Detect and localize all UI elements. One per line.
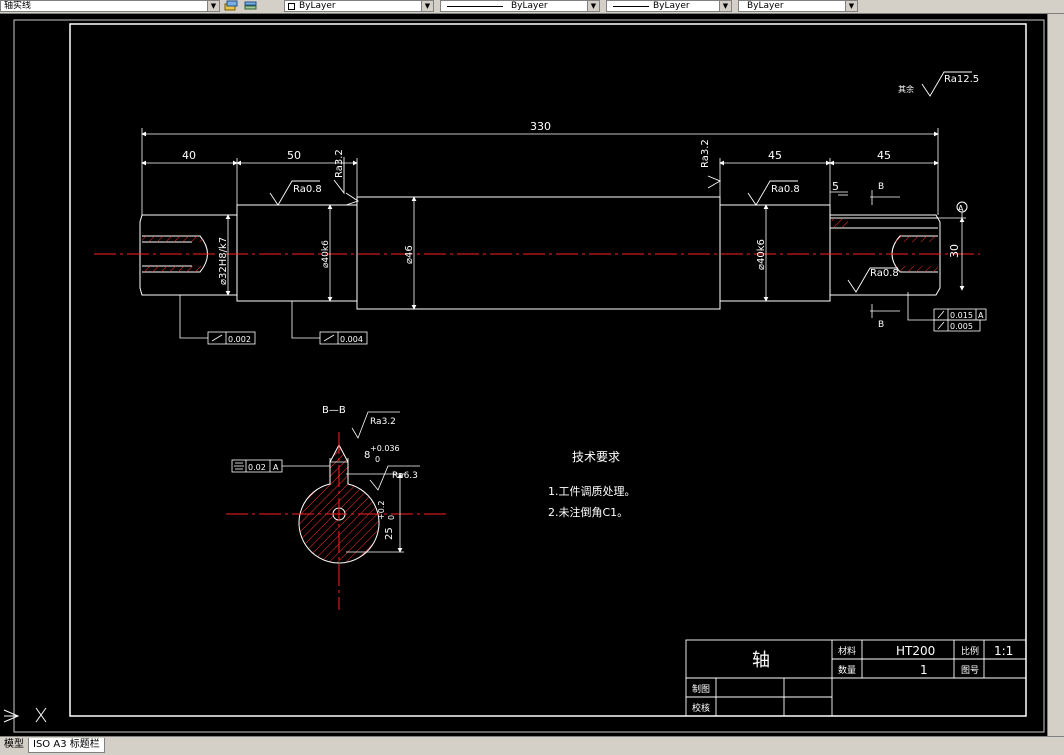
sheet-inner-border xyxy=(69,23,1027,717)
title-scale-label: 比例 xyxy=(961,645,979,657)
tol-runout-2: 0.004 xyxy=(340,335,363,344)
layer-previous-icon[interactable] xyxy=(244,0,258,12)
title-material-value: HT200 xyxy=(896,644,935,658)
dia-bearing-right-text: ⌀40k6 xyxy=(756,239,767,270)
datum-a-circle xyxy=(956,201,968,213)
tol-runout-1: 0.002 xyxy=(228,335,251,344)
title-checked-label: 校核 xyxy=(692,702,710,714)
dim-45a-text: 45 xyxy=(768,149,782,162)
tolerance-frames xyxy=(207,308,987,345)
roughness-symbols xyxy=(269,71,972,293)
dim-overall-text: 330 xyxy=(530,120,551,133)
tab-layout-iso-a3[interactable]: ISO A3 标题栏 xyxy=(28,738,105,753)
section-mark-top: B xyxy=(878,182,884,192)
shaft-main-view xyxy=(139,196,941,310)
layout-tab-bar: 模型 ISO A3 标题栏 xyxy=(0,736,1064,755)
ra-08-a: Ra0.8 xyxy=(293,184,322,195)
title-part-name: 轴 xyxy=(752,650,770,671)
color-dropdown[interactable]: ByLayer ▼ xyxy=(284,0,434,12)
dim-50-text: 50 xyxy=(287,149,301,162)
tab-model[interactable]: 模型 xyxy=(4,739,24,750)
layer-dropdown-value: 轴实线 xyxy=(4,1,32,11)
linetype-dropdown-value: ByLayer xyxy=(511,1,548,11)
section-ra-32: Ra3.2 xyxy=(370,417,396,427)
vertical-scrollbar[interactable] xyxy=(1047,14,1064,736)
plotstyle-dropdown-value: ByLayer xyxy=(747,1,784,11)
chevron-down-icon: ▼ xyxy=(719,1,731,11)
keyway-tol-lower: 0 xyxy=(375,455,380,464)
keyway-depth-tol-upper: +0.2 xyxy=(377,501,386,520)
lineweight-preview xyxy=(613,6,649,7)
dim-45b-text: 45 xyxy=(877,149,891,162)
dim-5-text: 5 xyxy=(832,180,839,193)
make-layer-current-icon[interactable] xyxy=(224,0,238,12)
chevron-down-icon: ▼ xyxy=(587,1,599,11)
title-drawn-label: 制图 xyxy=(692,683,710,695)
dim-30-text: 30 xyxy=(948,244,961,258)
ra-32-b: Ra3.2 xyxy=(700,139,711,168)
tol-cyl-3: 0.005 xyxy=(950,322,973,331)
dia-left-text: ⌀32H8/k7 xyxy=(218,237,229,285)
section-ra-63: Ra6.3 xyxy=(392,471,418,481)
title-scale-value: 1:1 xyxy=(994,644,1013,658)
layer-dropdown[interactable]: 轴实线 ▼ xyxy=(0,0,220,12)
lineweight-dropdown-value: ByLayer xyxy=(653,1,690,11)
section-title: B—B xyxy=(322,405,346,416)
title-qty-value: 1 xyxy=(920,663,928,677)
color-swatch xyxy=(288,3,295,10)
linetype-preview xyxy=(447,6,503,7)
keyway-depth-tol-lower: 0 xyxy=(387,515,396,520)
hole-hatch xyxy=(142,219,938,272)
keyway-width: 8 xyxy=(364,450,370,461)
plotstyle-dropdown[interactable]: ByLayer ▼ xyxy=(738,0,858,12)
tol-runout-3: 0.015 xyxy=(950,311,973,320)
dia-mid-text: ⌀46 xyxy=(404,245,415,264)
linetype-dropdown[interactable]: ByLayer ▼ xyxy=(440,0,600,12)
tol-runout-3-datum: A xyxy=(978,311,984,320)
lineweight-dropdown[interactable]: ByLayer ▼ xyxy=(606,0,732,12)
section-mark-bottom: B xyxy=(878,320,884,330)
keyway-depth: 25 xyxy=(384,527,395,540)
chevron-down-icon: ▼ xyxy=(845,1,857,11)
color-dropdown-value: ByLayer xyxy=(299,1,336,11)
tech-item-2: 2.未注倒角C1。 xyxy=(548,505,628,519)
ra-32-a: Ra3.2 xyxy=(334,149,345,178)
ra-125: Ra12.5 xyxy=(944,74,979,85)
chevron-down-icon: ▼ xyxy=(421,1,433,11)
symmetry-icon xyxy=(234,462,244,470)
tech-title: 技术要求 xyxy=(572,450,620,464)
technical-requirements: 技术要求 1.工件调质处理。 2.未注倒角C1。 xyxy=(548,450,636,519)
dia-bearing-left-text: ⌀40k6 xyxy=(321,240,331,268)
ra-08-b: Ra0.8 xyxy=(771,184,800,195)
tech-item-1: 1.工件调质处理。 xyxy=(548,485,636,498)
sym-tol: 0.02 xyxy=(248,463,266,472)
ra-08-c: Ra0.8 xyxy=(870,268,899,279)
title-material-label: 材料 xyxy=(838,645,856,657)
ucs-icon xyxy=(3,707,47,723)
datum-a-text: A xyxy=(958,204,964,213)
title-block xyxy=(685,639,1027,717)
drawing-canvas[interactable]: 330 40 50 45 45 5 30 ⌀32H8/k7 ⌀40k6 ⌀46 … xyxy=(0,14,1048,736)
properties-toolbar: 轴实线 ▼ ByLayer ▼ ByLayer ▼ ByLayer ▼ ByLa… xyxy=(0,0,1064,14)
section-view-bb: B—B Ra3.2 Ra6.3 8 +0.036 0 25 +0.2 0 0.0… xyxy=(226,405,446,610)
chevron-down-icon: ▼ xyxy=(207,1,219,11)
dim-40-text: 40 xyxy=(182,149,196,162)
sheet-outer-border xyxy=(13,19,1045,733)
title-drawing-no-label: 图号 xyxy=(961,665,979,676)
sym-datum: A xyxy=(273,463,279,472)
dimension-lines xyxy=(141,128,966,339)
keyway-tol-upper: +0.036 xyxy=(370,444,400,453)
ra-rest-label: 其余 xyxy=(898,84,914,94)
title-qty-label: 数量 xyxy=(838,664,856,676)
